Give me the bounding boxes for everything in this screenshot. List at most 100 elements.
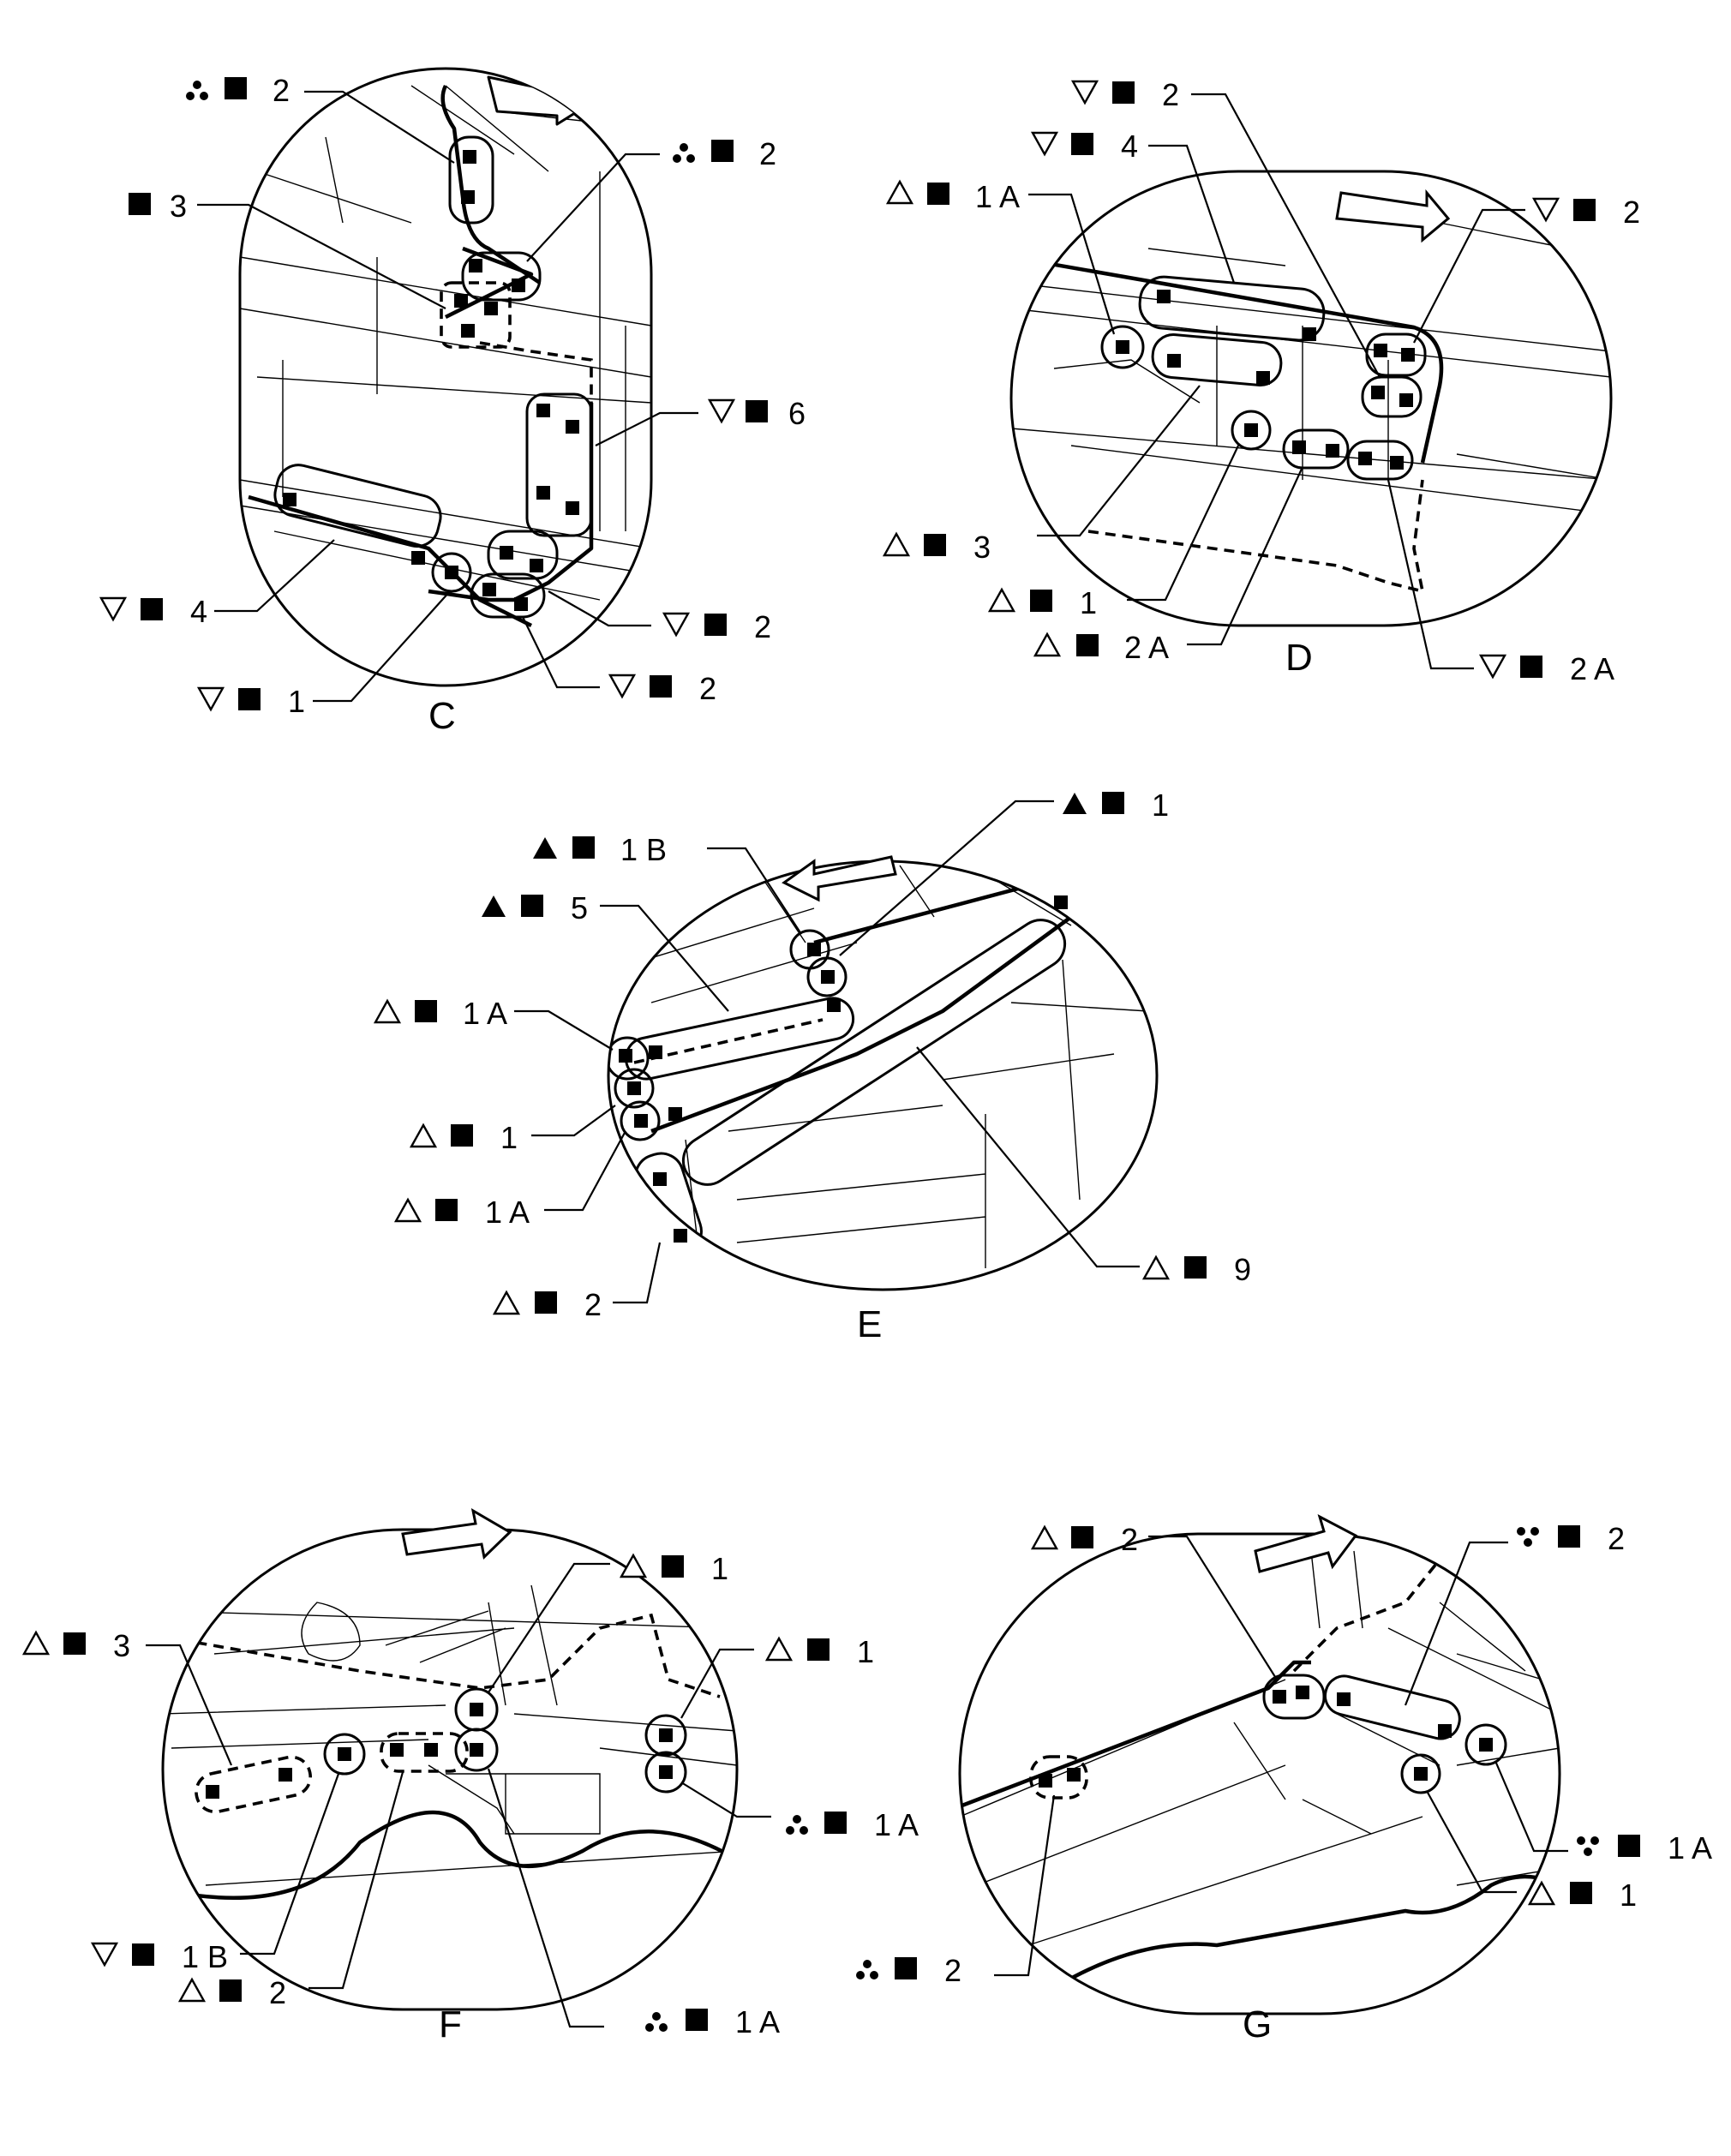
view-d-callout-labels: 2 4 1 A 2 3 bbox=[882, 77, 1640, 686]
callout-e-8: 9 bbox=[1141, 1252, 1251, 1287]
callout-c-8-text: 2 bbox=[699, 671, 716, 706]
callout-e-4-text: 1 A bbox=[463, 996, 507, 1031]
triangle-up-icon bbox=[882, 531, 911, 557]
triangle-up-icon bbox=[409, 1123, 438, 1148]
callout-d-7-text: 2 A bbox=[1124, 630, 1169, 665]
direction-arrow-icon bbox=[782, 855, 897, 902]
triangle-up-icon bbox=[373, 998, 402, 1024]
callout-e-7: 2 bbox=[492, 1287, 602, 1322]
square-icon bbox=[746, 400, 768, 422]
square-icon bbox=[704, 614, 727, 636]
triangle-up-icon bbox=[1527, 1880, 1556, 1906]
callout-g-2: 2 bbox=[1517, 1521, 1625, 1556]
square-icon bbox=[895, 1957, 917, 1979]
view-e-leaders bbox=[514, 800, 1140, 1304]
view-d: 2 4 1 A 2 3 bbox=[882, 77, 1640, 686]
callout-g-5: 2 bbox=[856, 1953, 961, 1988]
triangle-up-icon bbox=[1030, 1524, 1059, 1550]
square-icon bbox=[711, 140, 734, 162]
callout-g-1: 2 bbox=[1030, 1522, 1138, 1557]
triangle-up-icon bbox=[492, 1290, 521, 1315]
callout-d-3: 1 A bbox=[885, 179, 1020, 214]
view-c-title: C bbox=[428, 695, 456, 737]
callout-f-7-text: 1 A bbox=[735, 2004, 780, 2039]
callout-f-5: 1 B bbox=[90, 1939, 228, 1974]
triangle-filled-icon bbox=[533, 837, 557, 859]
callout-c-5-text: 4 bbox=[190, 594, 207, 629]
callout-c-8: 2 bbox=[608, 671, 716, 706]
callout-d-6: 1 bbox=[987, 585, 1097, 620]
view-d-clip-markers bbox=[1116, 290, 1415, 470]
tri-down-dots-icon bbox=[1577, 1836, 1599, 1856]
triangle-down-icon bbox=[1070, 80, 1099, 105]
callout-g-1-text: 2 bbox=[1121, 1522, 1138, 1557]
callout-e-5-text: 1 bbox=[500, 1120, 518, 1155]
callout-d-2-text: 4 bbox=[1121, 129, 1138, 164]
callout-f-2: 3 bbox=[21, 1628, 130, 1663]
triangle-up-icon bbox=[1033, 632, 1062, 657]
square-icon bbox=[1076, 634, 1099, 656]
callout-c-7-text: 1 bbox=[288, 684, 305, 719]
view-f: 1 3 1 1 A 1 B bbox=[21, 1508, 919, 2045]
tri-dots-icon bbox=[856, 1960, 878, 1979]
tri-dots-icon bbox=[673, 143, 695, 163]
callout-e-1-text: 1 bbox=[1152, 788, 1169, 823]
triangle-up-icon bbox=[21, 1630, 51, 1656]
square-icon bbox=[415, 1000, 437, 1022]
view-d-title: D bbox=[1285, 637, 1313, 679]
square-icon bbox=[63, 1632, 86, 1655]
square-icon bbox=[1102, 792, 1124, 814]
square-icon bbox=[132, 1943, 154, 1966]
callout-g-4-text: 1 bbox=[1620, 1878, 1637, 1913]
square-icon bbox=[824, 1812, 847, 1834]
callout-c-4-text: 6 bbox=[788, 396, 806, 431]
view-g-body-lines bbox=[960, 1550, 1560, 1990]
view-g-callout-labels: 2 2 1 A 1 2 bbox=[856, 1521, 1712, 1988]
square-icon bbox=[1071, 1526, 1093, 1548]
triangle-up-icon bbox=[885, 179, 914, 205]
triangle-down-icon bbox=[707, 398, 736, 424]
square-icon bbox=[1184, 1256, 1207, 1279]
callout-d-1: 2 bbox=[1070, 77, 1179, 112]
square-icon bbox=[141, 598, 163, 620]
view-e-callout-labels: 1 1 B 5 1 A 1 bbox=[373, 788, 1251, 1322]
triangle-down-icon bbox=[1531, 197, 1560, 223]
callout-c-5: 4 bbox=[99, 594, 207, 629]
square-icon bbox=[521, 895, 543, 917]
square-icon bbox=[686, 2009, 708, 2031]
triangle-down-icon bbox=[99, 596, 128, 622]
view-d-leaders bbox=[1028, 93, 1525, 670]
triangle-up-icon bbox=[393, 1197, 422, 1223]
callout-f-5-text: 1 B bbox=[182, 1939, 228, 1974]
callout-d-1-text: 2 bbox=[1162, 77, 1179, 112]
callout-d-8: 2 A bbox=[1478, 651, 1614, 686]
triangle-up-icon bbox=[764, 1636, 794, 1662]
triangle-up-icon bbox=[1141, 1255, 1171, 1280]
view-f-callout-labels: 1 3 1 1 A 1 B bbox=[21, 1551, 919, 2039]
square-icon bbox=[927, 183, 949, 205]
tri-dots-icon bbox=[786, 1815, 808, 1835]
callout-f-1: 1 bbox=[619, 1551, 728, 1586]
view-f-clip-markers bbox=[206, 1703, 673, 1799]
callout-g-2-text: 2 bbox=[1608, 1521, 1625, 1556]
callout-c-6-text: 2 bbox=[754, 609, 771, 644]
callout-f-3: 1 bbox=[764, 1634, 874, 1669]
callout-d-6-text: 1 bbox=[1080, 585, 1097, 620]
callout-e-5: 1 bbox=[409, 1120, 518, 1155]
callout-e-6-text: 1 A bbox=[485, 1195, 530, 1230]
callout-e-6: 1 A bbox=[393, 1195, 530, 1230]
triangle-down-icon bbox=[1030, 131, 1059, 157]
view-g-outline bbox=[958, 1532, 1561, 2015]
callout-c-7: 1 bbox=[196, 684, 305, 719]
view-e-title: E bbox=[857, 1303, 882, 1345]
callout-e-8-text: 9 bbox=[1234, 1252, 1251, 1287]
square-icon bbox=[662, 1555, 684, 1578]
view-e: 1 1 B 5 1 A 1 bbox=[373, 788, 1251, 1345]
triangle-up-icon bbox=[987, 587, 1016, 613]
triangle-up-icon bbox=[177, 1977, 207, 2003]
square-icon bbox=[807, 1638, 830, 1661]
square-icon bbox=[572, 836, 595, 859]
direction-arrow-icon bbox=[1335, 189, 1451, 243]
view-g-title: G bbox=[1243, 2003, 1272, 2045]
